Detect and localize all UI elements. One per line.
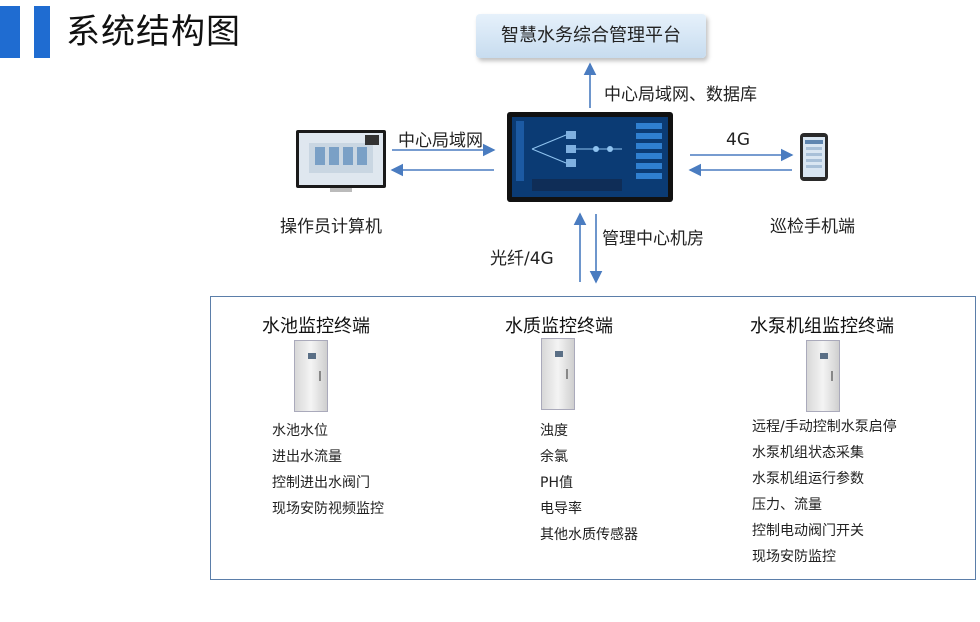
- pc-label: 操作员计算机: [280, 217, 382, 237]
- control-cabinet-icon: [294, 340, 328, 412]
- list-item: 控制进出水阀门: [272, 475, 370, 491]
- list-item: 控制电动阀门开关: [752, 523, 864, 539]
- list-item: PH值: [540, 475, 573, 491]
- title-accent-bar-2: [34, 6, 50, 58]
- terminals-frame: [210, 296, 976, 580]
- link-label-top: 中心局域网、数据库: [604, 85, 757, 105]
- link-label-left: 中心局域网: [398, 131, 483, 151]
- list-item: 电导率: [540, 501, 582, 517]
- list-item: 现场安防监控: [752, 549, 836, 565]
- control-cabinet-icon: [541, 338, 575, 410]
- server-monitor-icon: [507, 112, 673, 202]
- list-item: 进出水流量: [272, 449, 342, 465]
- terminal-title-pool: 水池监控终端: [262, 316, 370, 337]
- link-label-bottom-right: 管理中心机房: [602, 229, 704, 249]
- list-item: 余氯: [540, 449, 568, 465]
- terminal-title-pump: 水泵机组监控终端: [750, 316, 894, 337]
- list-item: 浊度: [540, 423, 568, 439]
- computer-stand: [330, 188, 352, 192]
- link-label-right: 4G: [726, 130, 750, 150]
- list-item: 压力、流量: [752, 497, 822, 513]
- list-item: 现场安防视频监控: [272, 501, 384, 517]
- terminal-list-quality: 浊度 余氯 PH值 电导率 其他水质传感器: [540, 422, 638, 544]
- mobile-label: 巡检手机端: [770, 217, 855, 237]
- computer-icon: [296, 130, 386, 188]
- terminal-title-quality: 水质监控终端: [505, 316, 613, 337]
- page-title: 系统结构图: [66, 12, 241, 52]
- list-item: 水泵机组状态采集: [752, 445, 864, 461]
- list-item: 水池水位: [272, 423, 328, 439]
- mobile-phone-icon: [800, 133, 828, 181]
- list-item: 水泵机组运行参数: [752, 471, 864, 487]
- list-item: 远程/手动控制水泵启停: [752, 419, 897, 435]
- platform-box: 智慧水务综合管理平台: [476, 14, 706, 58]
- title-accent-bar: [0, 6, 20, 58]
- terminal-list-pool: 水池水位 进出水流量 控制进出水阀门 现场安防视频监控: [272, 422, 384, 518]
- list-item: 其他水质传感器: [540, 527, 638, 543]
- link-label-bottom-left: 光纤/4G: [490, 249, 554, 269]
- terminal-list-pump: 远程/手动控制水泵启停 水泵机组状态采集 水泵机组运行参数 压力、流量 控制电动…: [752, 418, 897, 566]
- control-cabinet-icon: [806, 340, 840, 412]
